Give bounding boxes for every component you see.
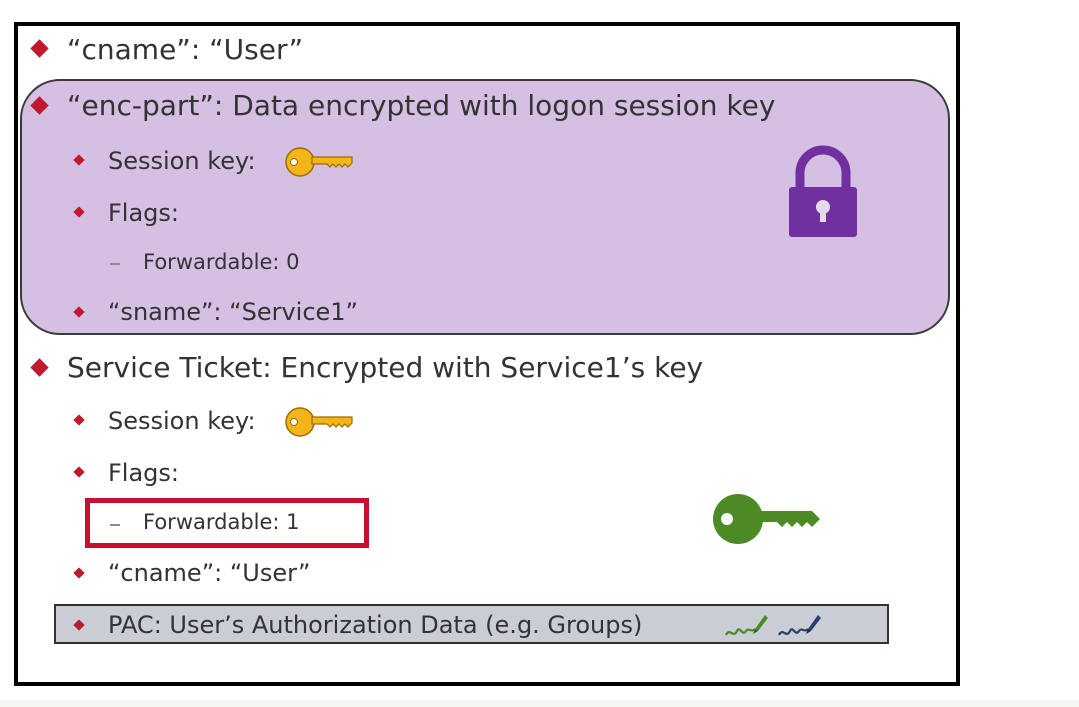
pac-box — [54, 604, 889, 644]
bottom-strip — [0, 700, 1079, 707]
pac-label: PAC: User’s Authorization Data (e.g. Gro… — [108, 611, 643, 639]
purple-padlock-icon — [789, 145, 857, 237]
st-session-key-label: Session key: — [108, 407, 256, 435]
st-forwardable-label: Forwardable: 1 — [143, 510, 300, 534]
dash-enc-forwardable — [110, 263, 120, 265]
st-flags-label: Flags: — [108, 459, 180, 487]
enc-part-heading: “enc-part”: Data encrypted with logon se… — [67, 89, 776, 122]
service-ticket-heading: Service Ticket: Encrypted with Service1’… — [67, 351, 704, 384]
cname-line: “cname”: “User” — [67, 33, 304, 66]
dash-st-forwardable — [110, 524, 120, 526]
blue-signature-icon — [778, 615, 821, 636]
enc-flags-label: Flags: — [108, 199, 180, 227]
green-signature-icon — [725, 615, 768, 636]
st-cname-label: “cname”: “User” — [108, 559, 311, 587]
green-key-icon — [713, 494, 820, 544]
gold-key-icon — [285, 147, 353, 177]
forwardable-highlight-box — [85, 498, 369, 548]
enc-sname-label: “sname”: “Service1” — [108, 298, 358, 326]
enc-session-key-label: Session key: — [108, 147, 256, 175]
enc-forwardable-label: Forwardable: 0 — [143, 250, 300, 274]
gold-key-icon — [285, 407, 353, 437]
